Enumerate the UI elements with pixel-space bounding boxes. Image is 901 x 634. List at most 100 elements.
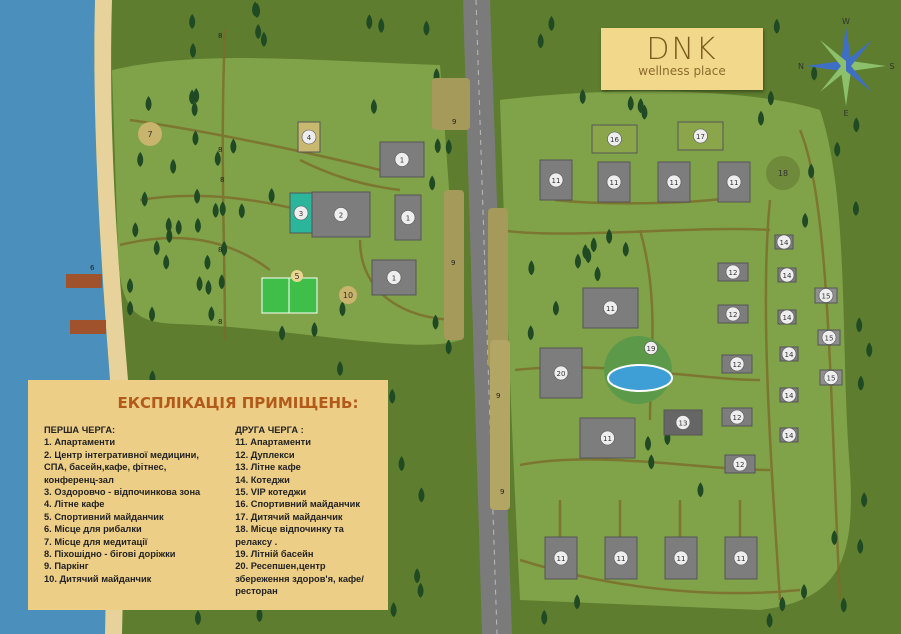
- vip-cottage[interactable]: 15: [817, 329, 841, 346]
- legend-item: 9. Паркінг: [44, 561, 89, 572]
- cottage[interactable]: 14: [779, 387, 799, 403]
- tree: [767, 90, 774, 106]
- tree: [537, 33, 544, 49]
- cottage[interactable]: 14: [779, 346, 799, 362]
- duplex[interactable]: 12: [721, 407, 753, 427]
- fishing-dock: [70, 320, 106, 334]
- tree: [189, 89, 196, 105]
- cottage[interactable]: 14: [777, 267, 797, 283]
- marker-icon: [606, 174, 622, 190]
- building[interactable]: 1: [371, 259, 417, 296]
- apartment-building[interactable]: 11: [664, 536, 698, 580]
- marker-icon: [818, 288, 834, 303]
- cottage[interactable]: 14: [779, 427, 799, 443]
- apartment-building[interactable]: 11: [582, 287, 639, 329]
- marker-icon: [733, 550, 749, 566]
- marker-icon: [781, 387, 797, 403]
- pool-area[interactable]: 19: [604, 336, 673, 404]
- marker-icon: [394, 152, 410, 167]
- marker-icon: [603, 300, 618, 316]
- tree: [390, 602, 397, 618]
- playground-2[interactable]: 17: [677, 121, 724, 151]
- marker-icon: [779, 309, 795, 325]
- marker-label: 3: [299, 210, 303, 218]
- apartment-building[interactable]: 11: [579, 417, 636, 459]
- tree: [194, 217, 201, 233]
- building[interactable]: 2: [311, 191, 371, 238]
- marker-label: 12: [733, 361, 742, 369]
- sport-field-2[interactable]: 16: [591, 124, 638, 154]
- duplex[interactable]: 12: [717, 304, 749, 324]
- tree: [574, 594, 581, 610]
- tree: [582, 244, 589, 260]
- reception-building[interactable]: 20: [539, 347, 583, 399]
- compass-s: S: [889, 62, 894, 71]
- tree: [255, 24, 262, 40]
- apartment-building[interactable]: 11: [544, 536, 578, 580]
- duplex[interactable]: 12: [717, 262, 749, 282]
- apartment-building[interactable]: 11: [604, 536, 638, 580]
- tree: [527, 325, 534, 341]
- apartment-building[interactable]: 11: [597, 161, 631, 203]
- marker-icon: [333, 207, 349, 222]
- tree: [370, 98, 377, 114]
- tree: [861, 492, 868, 508]
- building[interactable]: 3: [289, 192, 313, 234]
- parking-label: 9: [451, 259, 455, 267]
- marker-icon: [644, 341, 658, 355]
- parking-lot: [488, 208, 508, 368]
- compass-n: N: [798, 62, 804, 71]
- playground-1[interactable]: 10: [339, 286, 357, 304]
- apartment-building[interactable]: 11: [657, 161, 691, 203]
- marker-label: 14: [783, 314, 792, 322]
- tree: [548, 15, 555, 31]
- sport-field-1[interactable]: [261, 277, 318, 314]
- meditation-area-shape: [138, 122, 162, 146]
- marker-label: 2: [339, 212, 343, 220]
- marker-label: 10: [343, 291, 353, 300]
- marker-label: 15: [822, 293, 831, 301]
- tree: [189, 13, 196, 29]
- apartment-building[interactable]: 11: [539, 159, 573, 201]
- apartment-building[interactable]: 11: [717, 161, 751, 203]
- tree: [170, 158, 177, 174]
- tree: [552, 300, 559, 316]
- sport-1-marker[interactable]: 5: [291, 270, 303, 282]
- apartment-building[interactable]: 11: [724, 536, 758, 580]
- legend-item: 5. Спортивний майданчик: [44, 511, 164, 522]
- tree: [204, 254, 211, 270]
- trail-label: 8: [218, 146, 222, 154]
- meditation-area[interactable]: 7: [138, 122, 162, 146]
- cafe-2[interactable]: 13: [663, 409, 703, 436]
- tree: [834, 141, 841, 157]
- legend-heading: ДРУГА ЧЕРГА :: [235, 425, 304, 435]
- tree: [622, 241, 629, 257]
- marker-label: 12: [736, 461, 745, 469]
- legend-item: 6. Місце для рибалки: [44, 524, 142, 535]
- building[interactable]: 1: [379, 141, 425, 178]
- cottage[interactable]: 14: [774, 234, 794, 250]
- tree: [166, 227, 173, 243]
- marker-label: 15: [827, 375, 836, 383]
- marker-icon: [675, 415, 691, 430]
- marker-label: 11: [603, 435, 612, 443]
- tree: [434, 138, 441, 154]
- building[interactable]: 1: [394, 194, 422, 241]
- duplex[interactable]: 12: [721, 354, 753, 374]
- cottage[interactable]: 14: [777, 309, 797, 325]
- vip-cottage[interactable]: 15: [814, 287, 838, 304]
- marker-icon: [725, 306, 741, 322]
- tree: [445, 339, 452, 355]
- vip-cottage[interactable]: 15: [819, 369, 843, 386]
- walking-path: [221, 29, 227, 341]
- marker-icon: [553, 365, 569, 381]
- duplex[interactable]: 12: [724, 454, 756, 474]
- tree: [214, 151, 221, 167]
- marker-icon: [293, 205, 309, 221]
- relax-area[interactable]: 18: [766, 156, 800, 190]
- legend-item: 8. Піхошідно - бігові доріжки: [44, 549, 176, 560]
- building[interactable]: 4: [297, 121, 321, 153]
- compass-rose: W N S E: [798, 17, 895, 118]
- tree: [163, 254, 170, 270]
